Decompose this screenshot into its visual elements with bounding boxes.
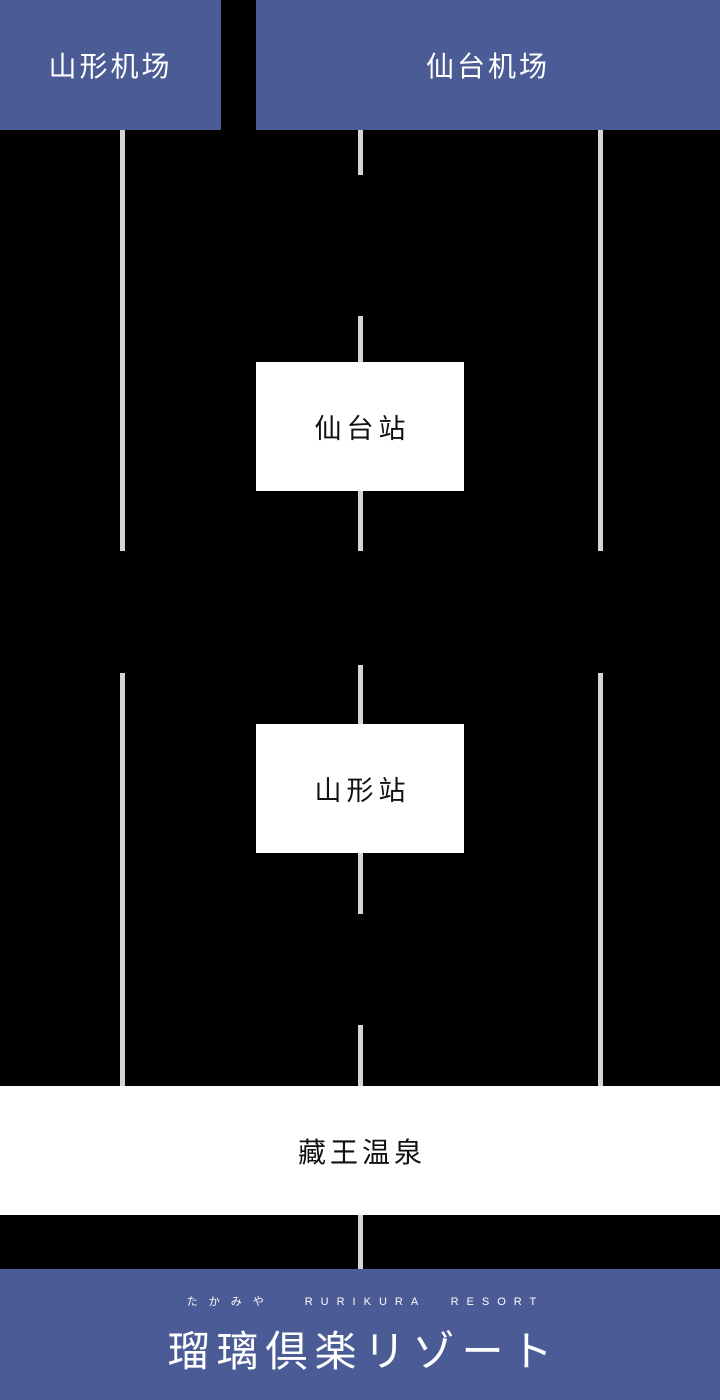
route-line-center-segment bbox=[358, 853, 363, 914]
airport-label-yamagata: 山形机场 bbox=[48, 51, 173, 82]
route-line-left-segment bbox=[120, 673, 125, 1086]
route-line-center-segment bbox=[358, 130, 363, 175]
lower-route-band bbox=[0, 1215, 720, 1269]
resort-logo: 瑠璃倶楽リゾート bbox=[167, 1328, 560, 1375]
footer-logo-area: たかみや RURIKURA RESORT 瑠璃倶楽リゾート bbox=[0, 1269, 720, 1400]
airport-label-sendai: 仙台机场 bbox=[425, 51, 550, 82]
route-line-center-segment bbox=[358, 1215, 363, 1269]
logo-subtitle-row: たかみや RURIKURA RESORT bbox=[176, 1293, 545, 1309]
station-box-yamagata: 山形站 bbox=[256, 724, 464, 853]
route-line-center-segment bbox=[358, 491, 363, 551]
route-line-center-segment bbox=[358, 316, 363, 362]
route-line-left-segment bbox=[120, 130, 125, 551]
airport-box-yamagata: 山形机场 bbox=[0, 0, 221, 130]
route-line-right-segment bbox=[598, 673, 603, 1086]
route-line-center-segment bbox=[358, 1025, 363, 1086]
logo-furigana: たかみや bbox=[186, 1296, 275, 1308]
route-map-area: 仙台站 山形站 bbox=[0, 130, 720, 1086]
header-gap bbox=[221, 0, 256, 130]
route-line-right-segment bbox=[598, 130, 603, 551]
station-label-sendai: 仙台站 bbox=[314, 414, 411, 444]
airport-header: 山形机场 仙台机场 bbox=[0, 0, 720, 130]
station-label-yamagata: 山形站 bbox=[314, 776, 411, 806]
zao-onsen-label: 藏王温泉 bbox=[297, 1136, 426, 1168]
airport-box-sendai: 仙台机场 bbox=[256, 0, 720, 130]
zao-onsen-band: 藏王温泉 bbox=[0, 1086, 720, 1215]
route-line-center-segment bbox=[358, 665, 363, 724]
logo-roman-name: RURIKURA RESORT bbox=[304, 1296, 545, 1308]
station-box-sendai: 仙台站 bbox=[256, 362, 464, 491]
